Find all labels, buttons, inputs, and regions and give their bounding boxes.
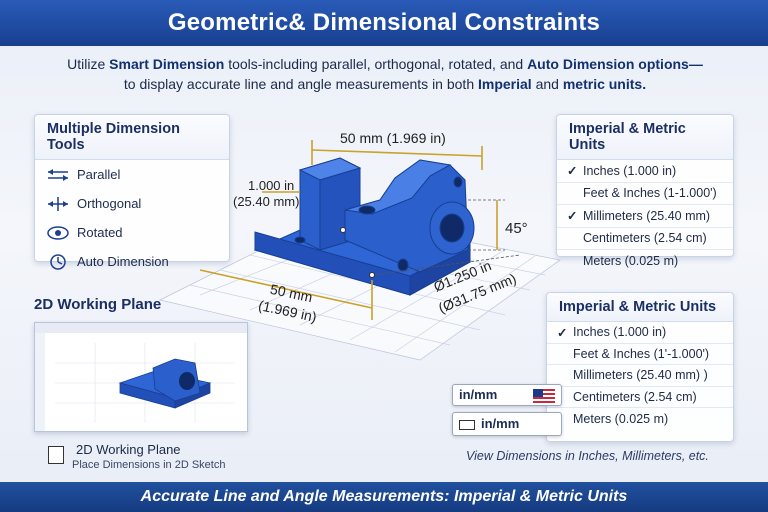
sketch-icon (48, 446, 64, 464)
working-plane-subcaption: Place Dimensions in 2D Sketch (72, 459, 226, 471)
auto-dimension-icon (50, 253, 66, 270)
unit-option-meters[interactable]: Meters (0.025 m) (583, 254, 679, 269)
ruler-icon (459, 419, 475, 430)
unit-option-feet-inches[interactable]: Feet & Inches (1'-1.000') (547, 344, 733, 365)
tool-label: Auto Dimension (77, 254, 169, 269)
tool-orthogonal[interactable]: Orthogonal (35, 189, 229, 218)
eye-rotate-icon (47, 225, 69, 240)
parallel-arrows-icon (48, 168, 68, 181)
tool-label: Orthogonal (77, 196, 142, 211)
tools-panel-title: Multiple Dimension Tools (35, 115, 229, 160)
mini-cad-view (35, 323, 247, 431)
dim-angle: 45° (505, 220, 528, 237)
subtitle: Utilize Smart Dimension tools-including … (67, 56, 703, 92)
check-icon: ✓ (567, 209, 578, 224)
units-panel-bottom: Imperial & Metric Units ✓Inches (1.000 i… (546, 292, 734, 442)
dim-top-width: 50 mm (1.969 in) (340, 130, 446, 146)
unit-toggle-chip[interactable]: in/mm (452, 384, 562, 406)
check-icon: ✓ (567, 164, 578, 179)
us-flag-icon (533, 389, 555, 403)
tool-parallel[interactable]: Parallel (35, 160, 229, 189)
tool-label: Rotated (77, 225, 123, 240)
dimension-tools-panel: Multiple Dimension Tools Parallel Orthog… (34, 114, 230, 270)
units-panel-top: Imperial & Metric Units ✓Inches (1.000 i… (556, 114, 734, 268)
unit-option-millimeters[interactable]: ✓Millimeters (25.40 mm) (557, 205, 733, 228)
dim-height-mm: (25.40 mm) (233, 194, 300, 209)
working-plane-screenshot (34, 322, 248, 432)
check-icon: ✓ (557, 325, 568, 340)
unit-option-feet-inches[interactable]: Feet & Inches (1-1.000') (557, 183, 733, 205)
unit-option-centimeters[interactable]: Centimeters (2.54 cm) (557, 228, 733, 250)
units-panel-title: Imperial & Metric Units (557, 115, 733, 160)
working-plane-caption: 2D Working Plane (76, 442, 181, 457)
unit-display-chip[interactable]: in/mm (452, 412, 562, 436)
unit-option-inches[interactable]: ✓Inches (1.000 in) (557, 160, 733, 183)
unit-option-meters[interactable]: Meters (0.025 m) (573, 411, 669, 426)
tool-rotated[interactable]: Rotated (35, 218, 229, 247)
unit-option-millimeters[interactable]: Millimeters (25.40 mm) ) (547, 365, 733, 387)
units-panel-title: Imperial & Metric Units (547, 293, 733, 322)
page-footer: Accurate Line and Angle Measurements: Im… (0, 482, 768, 512)
working-plane-title: 2D Working Plane (34, 296, 162, 313)
unit-option-centimeters[interactable]: Centimeters (2.54 cm) (547, 387, 733, 408)
view-note: View Dimensions in Inches, Millimeters, … (466, 449, 709, 463)
orthogonal-arrows-icon (48, 196, 68, 211)
unit-option-inches[interactable]: ✓Inches (1.000 in) (547, 322, 733, 344)
page-header: Geometric& Dimensional Constraints (0, 0, 768, 46)
tool-auto-dimension[interactable]: Auto Dimension (35, 247, 229, 276)
dim-height-in: 1.000 in (248, 178, 295, 193)
tool-label: Parallel (77, 167, 121, 182)
